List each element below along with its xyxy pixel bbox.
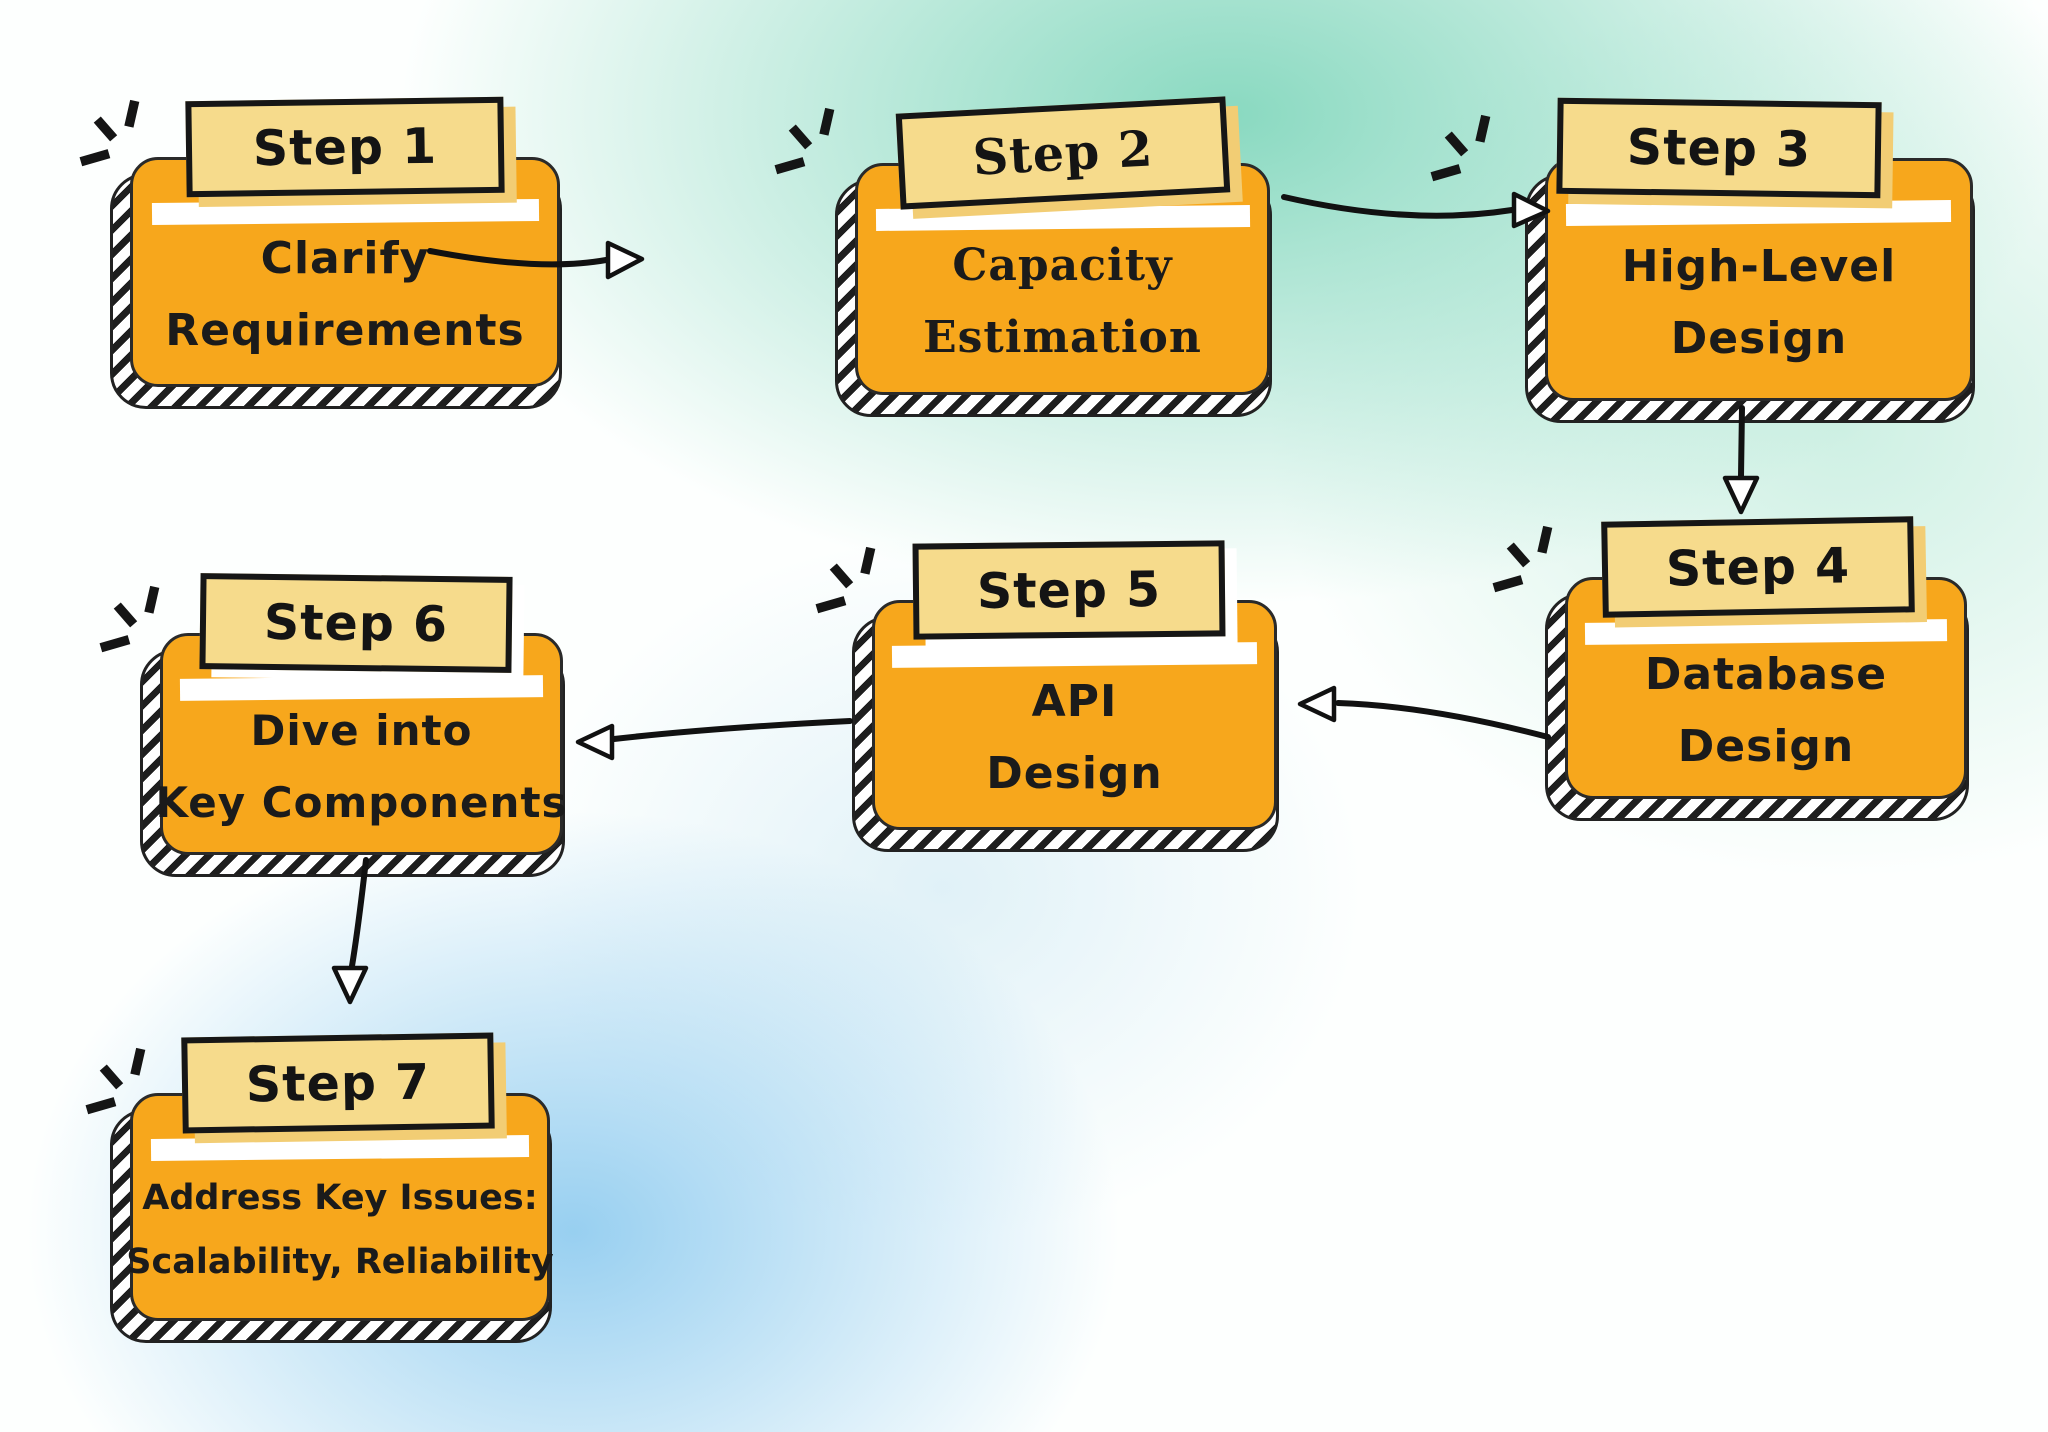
step-title-line: Requirements xyxy=(165,305,525,356)
step-5-box: API Design Step 5 xyxy=(815,540,1279,852)
step-title-line: Design xyxy=(1677,721,1855,772)
step-title-line: Scalability, Reliability xyxy=(126,1242,554,1282)
step-7-box: Address Key Issues: Scalability, Reliabi… xyxy=(85,1032,554,1343)
sparkle-icon xyxy=(1430,114,1491,182)
sparkle-icon xyxy=(1492,525,1553,593)
tab-white-underlay xyxy=(180,675,543,701)
step-title-line: Capacity xyxy=(952,240,1173,291)
step-title-line: High-Level xyxy=(1621,240,1897,292)
step-2-box: Capacity Estimation Step 2 xyxy=(774,96,1272,417)
step-title-line: Design xyxy=(1670,312,1848,364)
step-title-line: Address Key Issues: xyxy=(142,1178,538,1218)
tab-white-underlay xyxy=(151,198,539,226)
step-4-label: Step 4 xyxy=(1665,536,1851,598)
step-2-label: Step 2 xyxy=(970,119,1155,187)
step-3-box: High-Level Design Step 3 xyxy=(1430,97,1975,423)
step-1-box: Clarify Requirements Step 1 xyxy=(79,96,562,409)
step-4-box: Database Design Step 4 xyxy=(1492,516,1969,821)
sparkle-icon xyxy=(774,107,835,175)
arrow-step6-step7 xyxy=(331,857,369,1005)
step-title-line: Design xyxy=(986,748,1163,799)
step-7-tab: Step 7 xyxy=(181,1032,495,1134)
step-1-tab: Step 1 xyxy=(185,96,505,198)
step-7-body: Address Key Issues: Scalability, Reliabi… xyxy=(126,1093,554,1321)
tab-white-underlay xyxy=(1566,199,1952,227)
sparkle-icon xyxy=(815,546,876,614)
step-4-tab: Step 4 xyxy=(1601,516,1915,618)
tab-white-underlay xyxy=(892,642,1257,668)
arrow-step4-step5 xyxy=(1297,685,1551,740)
arrow-step2-step3 xyxy=(1281,191,1551,229)
sparkle-icon xyxy=(85,1047,146,1115)
step-title-line: Database xyxy=(1644,649,1888,700)
step-7-label: Step 7 xyxy=(245,1053,431,1113)
step-3-tab: Step 3 xyxy=(1556,97,1882,199)
step-title-line: Estimation xyxy=(923,312,1202,363)
step-title-line: API xyxy=(1031,676,1118,727)
step-6-tab: Step 6 xyxy=(198,573,513,673)
step-title-line: Dive into xyxy=(250,706,473,755)
step-6-box: Dive into Key Components Step 6 xyxy=(99,573,567,877)
step-6-label: Step 6 xyxy=(263,593,448,653)
step-5-tab: Step 5 xyxy=(912,540,1225,640)
step-5-label: Step 5 xyxy=(976,560,1161,620)
tab-white-underlay xyxy=(1584,619,1947,645)
sparkle-icon xyxy=(79,99,140,167)
arrow-step5-step6 xyxy=(575,718,853,761)
arrow-step3-step4 xyxy=(1722,405,1760,515)
tab-white-underlay xyxy=(875,205,1250,231)
step-2-tab: Step 2 xyxy=(895,96,1230,210)
step-3-body: High-Level Design xyxy=(1545,158,1973,401)
step-1-label: Step 1 xyxy=(252,117,438,177)
step-title-line: Key Components xyxy=(155,778,568,827)
step-3-label: Step 3 xyxy=(1626,118,1812,178)
tab-white-underlay xyxy=(150,1135,530,1161)
step-2-body: Capacity Estimation xyxy=(855,163,1270,395)
step-title-line: Clarify xyxy=(260,233,430,284)
sparkle-icon xyxy=(99,585,160,653)
